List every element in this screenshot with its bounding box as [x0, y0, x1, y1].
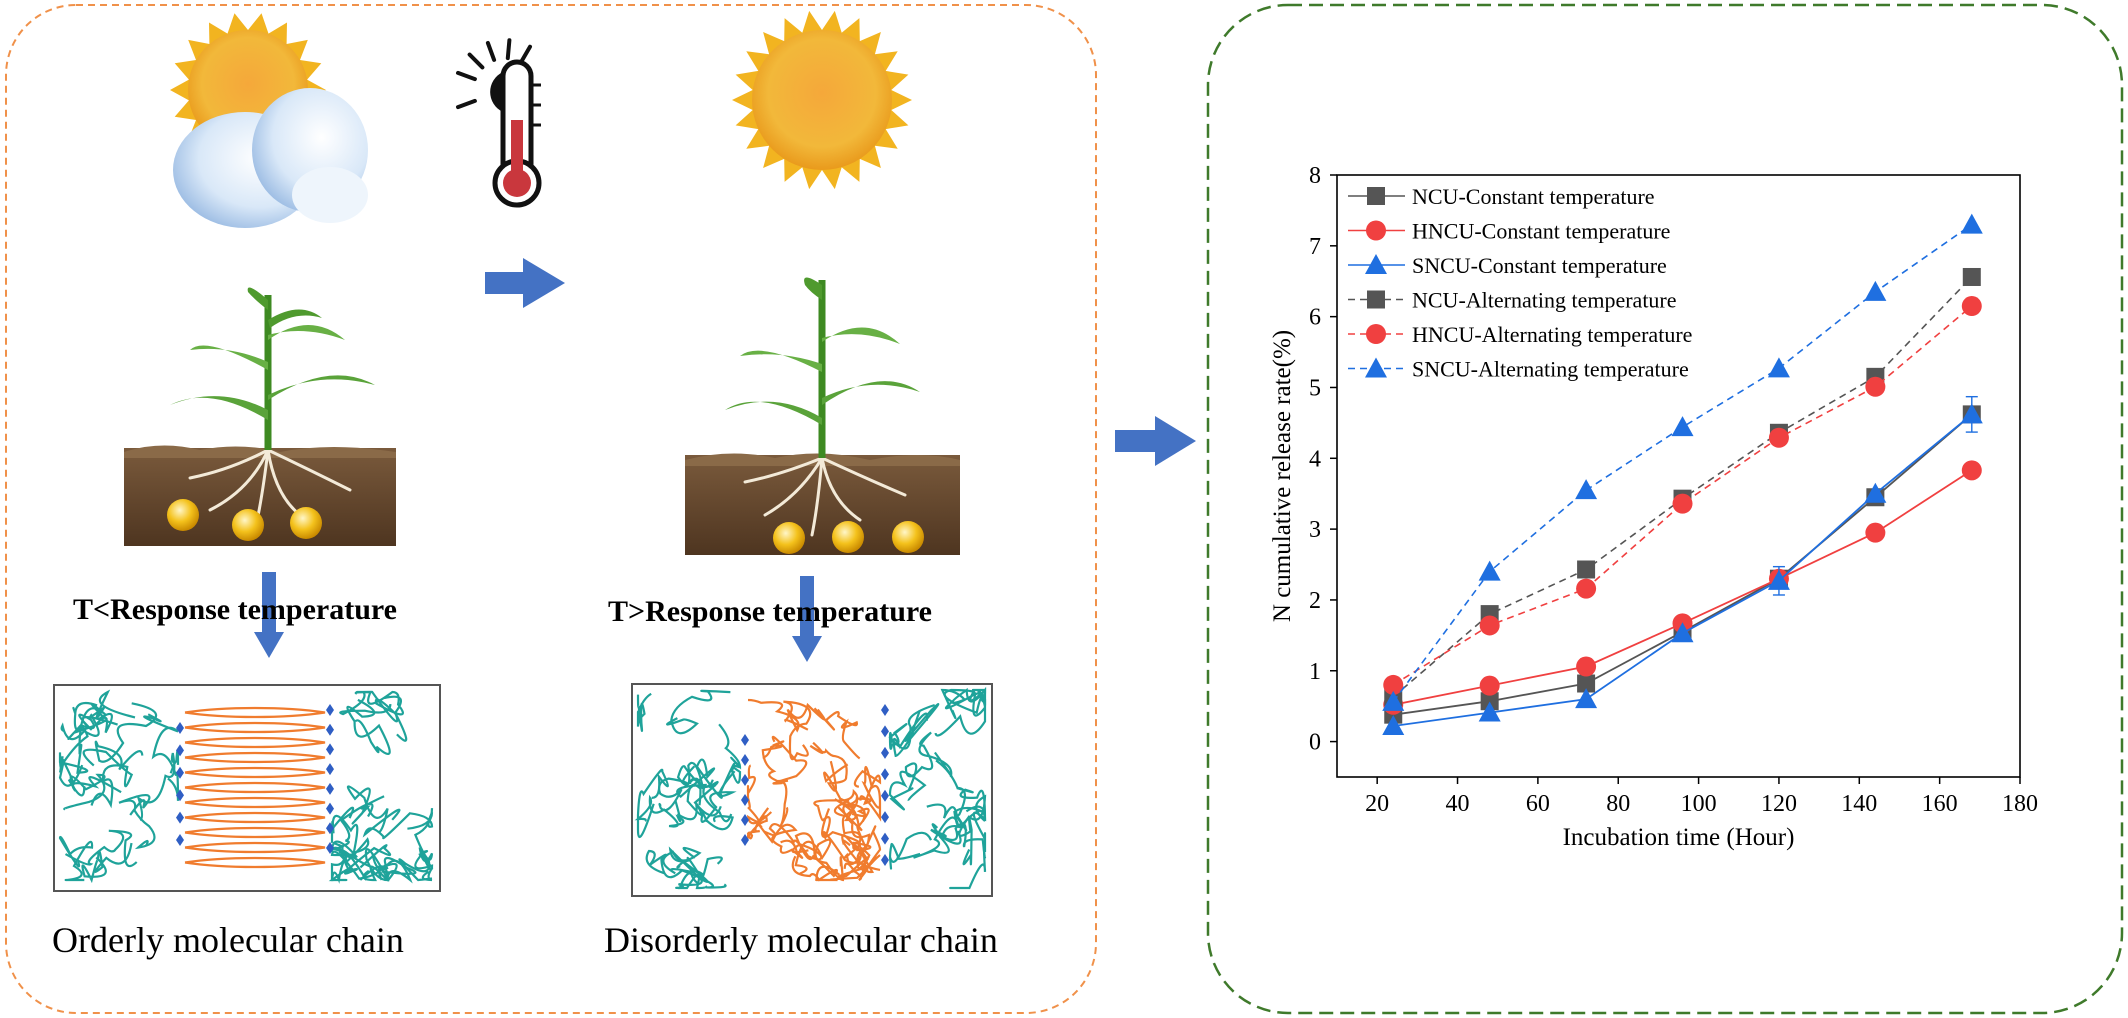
legend-label: SNCU-Constant temperature [1412, 253, 1667, 278]
y-tick-label: 3 [1309, 517, 1321, 543]
data-point [1865, 522, 1886, 543]
data-point [1671, 416, 1694, 437]
down-arrow-high [792, 576, 822, 662]
down-arrow-low [254, 572, 284, 658]
state-label-low: T<Response temperature [73, 593, 397, 626]
state-label-high: T>Response temperature [608, 595, 932, 628]
molecular-chain-orderly [53, 684, 441, 892]
x-tick-label: 120 [1761, 791, 1797, 817]
x-tick-label: 100 [1681, 791, 1717, 817]
data-point [1960, 403, 1983, 424]
x-tick-label: 140 [1841, 791, 1877, 817]
release-rate-chart: 20 40 60 80 100 120 140 160 180 0 1 2 3 4 5 6 7 8Incubati… [1269, 163, 2038, 851]
data-point [1576, 656, 1597, 677]
y-tick-label: 4 [1309, 446, 1321, 472]
legend-marker [1365, 357, 1387, 378]
data-point [1382, 715, 1405, 736]
data-point [1960, 213, 1983, 234]
series-line [1393, 413, 1973, 727]
sun-cloud-icon [170, 13, 368, 228]
legend-marker [1366, 220, 1386, 241]
y-tick-label: 8 [1309, 163, 1321, 189]
data-point [1575, 688, 1598, 709]
legend-label: HNCU-Alternating temperature [1412, 322, 1692, 347]
y-tick-label: 0 [1309, 730, 1321, 756]
data-point [1865, 376, 1886, 397]
y-axis-label: N cumulative release rate(%) [1269, 330, 1296, 622]
caption-disorderly: Disorderly molecular chain [604, 920, 998, 960]
x-tick-label: 180 [2002, 791, 2038, 817]
panel-arrow [1115, 416, 1196, 466]
left-panel-frame [5, 4, 1097, 1014]
data-point [1671, 622, 1694, 643]
series-line [1393, 413, 1973, 716]
x-tick-label: 20 [1365, 791, 1389, 817]
data-point [1864, 482, 1887, 503]
legend-label: SNCU-Alternating temperature [1412, 357, 1689, 382]
legend-marker [1366, 324, 1386, 344]
x-axis-label: Incubation time (Hour) [1563, 824, 1795, 851]
data-point [1961, 296, 1982, 317]
data-point [1672, 493, 1693, 514]
data-point [1768, 427, 1789, 448]
data-point [1962, 267, 1981, 286]
data-point [1577, 560, 1596, 579]
legend-marker [1365, 254, 1387, 274]
legend-label: HNCU-Constant temperature [1412, 219, 1670, 244]
right-panel-frame [1206, 3, 2124, 1015]
data-point [1864, 280, 1887, 301]
plant-soil-high [685, 277, 960, 555]
data-point [1478, 560, 1501, 581]
series-5 [1383, 296, 1982, 695]
data-point [1575, 479, 1598, 500]
data-point [1480, 692, 1499, 711]
series-1 [1384, 405, 1981, 724]
data-point [1383, 674, 1404, 695]
data-point [1576, 578, 1597, 599]
x-tick-label: 160 [1922, 791, 1958, 817]
molecular-chain-disorderly [631, 683, 993, 897]
legend-label: NCU-Constant temperature [1412, 184, 1655, 209]
data-point [1767, 357, 1790, 378]
series-3 [1382, 395, 1983, 736]
transition-arrow [485, 258, 565, 308]
legend-marker [1367, 290, 1385, 309]
data-point [1577, 674, 1596, 693]
data-point [1382, 690, 1405, 711]
sun-icon [732, 10, 912, 190]
data-point [1961, 460, 1982, 481]
data-point [1479, 675, 1500, 696]
data-point [1767, 569, 1790, 590]
series-6 [1382, 213, 1983, 711]
data-point [1478, 701, 1501, 722]
y-tick-label: 5 [1309, 375, 1321, 401]
y-tick-label: 2 [1309, 588, 1321, 614]
x-tick-label: 80 [1606, 791, 1630, 817]
y-tick-label: 7 [1309, 234, 1321, 260]
x-tick-label: 40 [1446, 791, 1470, 817]
legend-label: NCU-Alternating temperature [1412, 288, 1677, 313]
data-point [1479, 615, 1500, 636]
y-tick-label: 6 [1309, 305, 1321, 331]
x-tick-label: 60 [1526, 791, 1550, 817]
caption-orderly: Orderly molecular chain [52, 920, 404, 960]
plant-soil-low [124, 287, 396, 546]
y-tick-label: 1 [1309, 659, 1321, 685]
thermometer-icon [456, 38, 542, 208]
legend-marker [1367, 187, 1385, 205]
plot-area [1336, 174, 2021, 778]
